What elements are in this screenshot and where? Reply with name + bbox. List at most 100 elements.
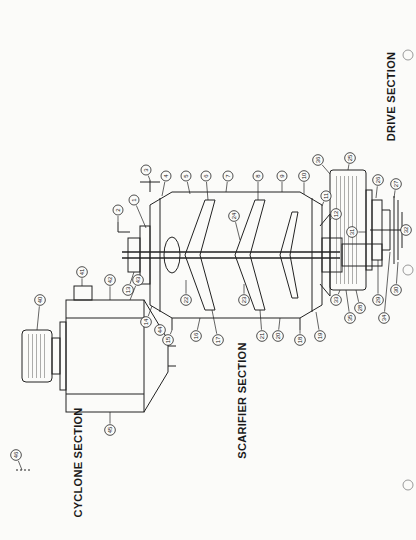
callout-circle — [277, 171, 287, 181]
callout-circle — [331, 295, 342, 306]
leader-line — [346, 290, 349, 312]
callout-number: 4 — [163, 174, 169, 177]
callout-number: 8 — [255, 174, 261, 177]
callout-number: 11 — [323, 193, 329, 199]
callout-circle — [347, 227, 358, 238]
callout-circle — [105, 275, 116, 286]
leader-line — [358, 232, 366, 233]
callout-number: 34 — [381, 315, 387, 322]
drive-drawing — [330, 170, 404, 290]
leader-line — [197, 318, 200, 330]
leader-line — [322, 165, 330, 174]
callout-circle — [191, 331, 202, 342]
callout-number: 21 — [259, 333, 265, 340]
callout-number: 22 — [183, 297, 189, 304]
callout-circle — [373, 295, 384, 306]
callout-circle — [105, 425, 116, 436]
leader-line — [37, 306, 39, 330]
leader-line — [282, 182, 283, 192]
callout-circle — [315, 331, 326, 342]
leader-line — [348, 164, 350, 170]
leader-line — [186, 280, 187, 294]
callout-number: 26 — [375, 177, 381, 184]
callout-circle — [181, 295, 192, 306]
callout-number: 28 — [357, 305, 363, 312]
callout-number: 5 — [183, 174, 189, 177]
callout-number: 15 — [165, 337, 171, 344]
callout-number: 30 — [393, 287, 399, 294]
leader-line — [356, 290, 359, 302]
callout-circle — [345, 153, 356, 164]
callout-number: 1 — [131, 198, 137, 201]
callout-number: 41 — [79, 269, 85, 276]
callout-circle — [141, 165, 151, 175]
leader-line — [212, 310, 217, 334]
callout-circle — [161, 171, 171, 181]
callout-number: 44 — [157, 327, 163, 334]
leader-line — [304, 182, 305, 194]
callout-number: 25 — [347, 155, 353, 162]
leader-line — [187, 182, 190, 194]
callout-number: 40 — [37, 297, 43, 304]
leader-line — [110, 412, 111, 424]
callout-circle — [331, 209, 342, 220]
callout-circle — [373, 175, 384, 186]
leader-line — [338, 290, 340, 294]
callout-number: 12 — [333, 211, 339, 218]
callout-circle — [213, 335, 224, 346]
callout-number: 6 — [203, 174, 209, 177]
leader-line — [330, 218, 332, 220]
callout-circle — [223, 171, 233, 181]
callout-circle — [229, 211, 240, 222]
leader-line — [156, 325, 157, 326]
callout-number: 10 — [301, 173, 307, 180]
callout-number: 42 — [107, 277, 113, 284]
leader-line — [300, 330, 301, 334]
callout-number: 7 — [225, 174, 231, 177]
leader-line — [170, 330, 172, 334]
callout-circle — [295, 335, 306, 346]
callout-number: 20 — [275, 333, 281, 340]
callout-number: 18 — [297, 337, 303, 344]
callout-circle — [155, 325, 166, 336]
callout-number: 27 — [393, 181, 399, 188]
leader-line — [136, 206, 146, 228]
leader-line — [206, 182, 208, 200]
leader-line — [394, 190, 395, 198]
callout-circle — [321, 191, 331, 201]
callout-circle — [11, 450, 22, 461]
callout-circle — [163, 335, 174, 346]
leader-line — [376, 186, 377, 198]
callout-number: 23 — [241, 297, 247, 304]
callout-circle — [253, 171, 263, 181]
leader-line — [110, 286, 111, 300]
punch-holes — [403, 50, 413, 490]
callout-circle — [401, 225, 412, 236]
leader-line — [162, 182, 165, 196]
cyclone-drawing — [16, 286, 176, 470]
leader-line — [279, 318, 280, 330]
callout-number: 35 — [347, 315, 353, 322]
callout-number: 29 — [375, 297, 381, 304]
callout-number: 14 — [143, 319, 149, 326]
callout-number: 32 — [403, 227, 409, 234]
leader-line — [148, 176, 150, 180]
callout-circle — [201, 171, 211, 181]
callout-circle — [123, 285, 134, 296]
callout-number: 45 — [107, 427, 113, 434]
callout-number: 2 — [115, 208, 121, 211]
callout-number: 9 — [279, 174, 285, 177]
callout-circle — [313, 155, 324, 166]
callout-number: 43 — [135, 277, 141, 284]
section-title: SCARIFIER SECTION — [237, 342, 248, 458]
callout-circle — [113, 205, 123, 215]
callout-circle — [273, 331, 284, 342]
callout-number: 46 — [13, 452, 19, 459]
callout-circle — [35, 295, 46, 306]
leader-line — [226, 182, 227, 192]
leader-line — [396, 262, 398, 284]
callout-circle — [391, 179, 402, 190]
callout-circle — [239, 295, 250, 306]
callout-circle — [129, 195, 139, 205]
